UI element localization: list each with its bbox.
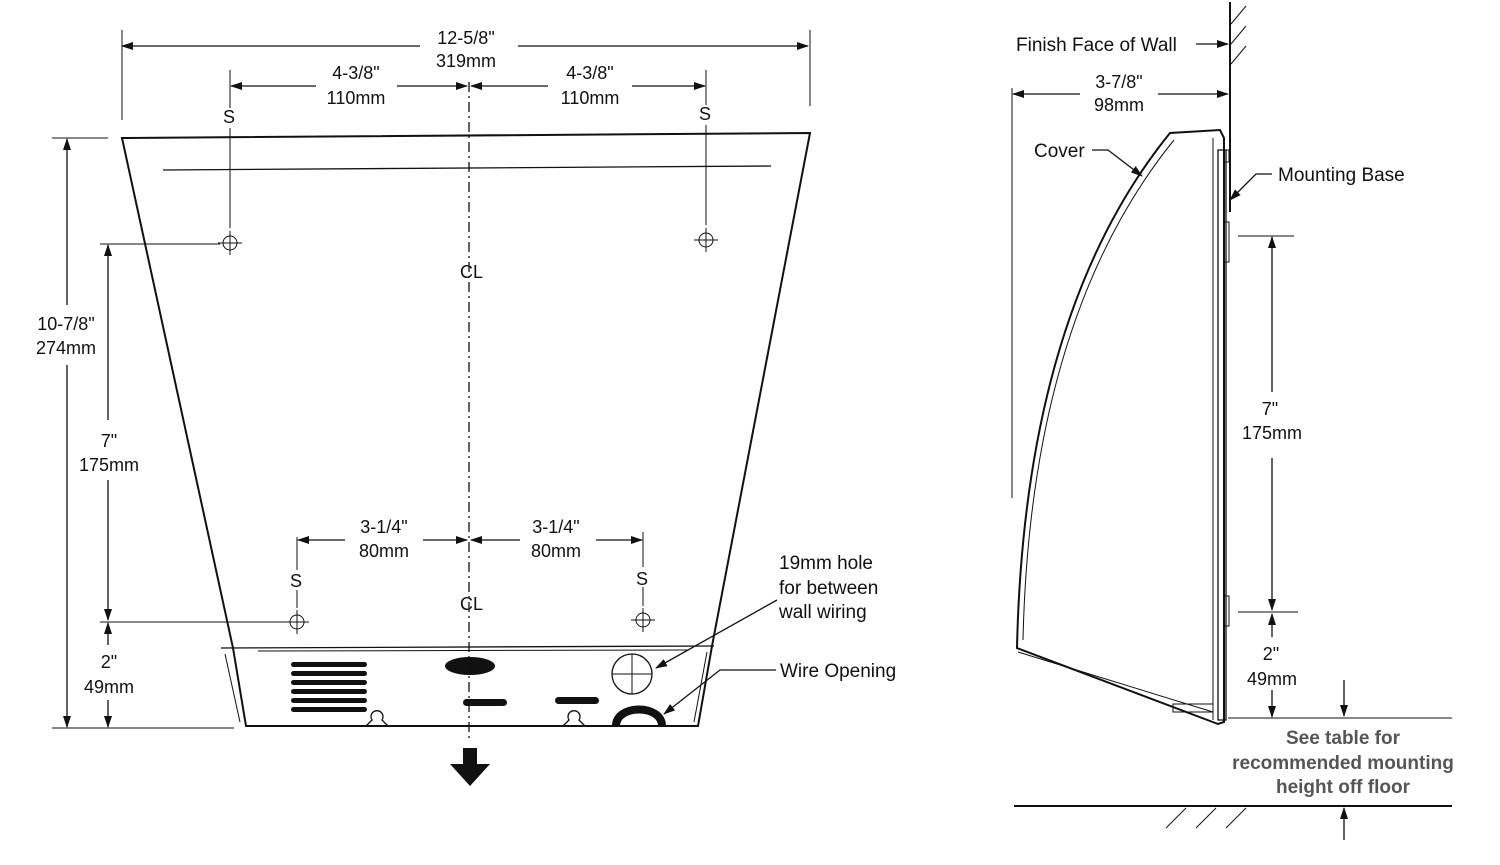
side-screw-spacing-inch: 7" [1262, 399, 1278, 419]
side-view: Finish Face of Wall 3-7/8" 98mm Cover Mo… [1011, 2, 1454, 840]
wiring-hole-icon [611, 653, 653, 695]
bottom-left-offset-mm: 80mm [359, 541, 409, 561]
bottom-left-offset-inch: 3-1/4" [360, 517, 407, 537]
wire-opening-icon [612, 705, 666, 727]
down-arrow-icon [450, 748, 490, 786]
side-bottom-offset-inch: 2" [1263, 644, 1279, 664]
right-inner-edge [693, 651, 708, 723]
side-screw-spacing-mm: 175mm [1242, 423, 1302, 443]
screw-spacing-mm: 175mm [79, 455, 139, 475]
overall-width-inch: 12-5/8" [437, 28, 494, 48]
centerline-marker-top: CL [460, 262, 483, 282]
keyhole-notch-right [562, 710, 586, 727]
hole-note: 19mm hole for between wall wiring [778, 553, 878, 623]
screw-spacing-inch: 7" [101, 431, 117, 451]
screw-hole-icon [218, 231, 242, 255]
screw-marker: S [636, 569, 648, 589]
depth-mm: 98mm [1094, 95, 1144, 115]
screw-hole-icon [285, 610, 309, 634]
screw-marker: S [699, 104, 711, 124]
centerline-marker-bottom: CL [460, 594, 483, 614]
bottom-offset-mm: 49mm [84, 677, 134, 697]
screw-hole-icon [694, 228, 718, 252]
cover-profile [1015, 128, 1225, 726]
top-right-offset-mm: 110mm [561, 88, 620, 108]
overall-height-mm: 274mm [36, 338, 96, 358]
top-left-offset-mm: 110mm [327, 88, 386, 108]
finish-face-label: Finish Face of Wall [1016, 35, 1177, 56]
svg-text:height off floor: height off floor [1276, 777, 1411, 798]
bottom-panel-line [220, 645, 715, 649]
mounting-base-label: Mounting Base [1278, 165, 1405, 186]
front-view: CL CL S S [36, 28, 896, 786]
left-inner-edge [224, 653, 241, 723]
svg-text:wall wiring: wall wiring [778, 602, 867, 623]
bottom-panel-seam [257, 649, 689, 652]
cover-label: Cover [1034, 141, 1085, 162]
bottom-offset-inch: 2" [101, 652, 117, 672]
top-right-offset-inch: 4-3/8" [566, 63, 613, 83]
floor-hatch [1165, 807, 1247, 829]
wire-opening-leader [663, 669, 776, 715]
mounting-base [1217, 149, 1227, 721]
hole-leader [655, 599, 778, 669]
bottom-right-offset-inch: 3-1/4" [532, 517, 579, 537]
screw-marker: S [290, 571, 302, 591]
side-bottom-offset-mm: 49mm [1247, 669, 1297, 689]
bottom-right-offset-mm: 80mm [531, 541, 581, 561]
air-vent-grille [291, 662, 367, 712]
mounting-base-leader [1229, 173, 1272, 201]
svg-text:See table for: See table for [1286, 728, 1401, 749]
cover-leader [1092, 149, 1143, 177]
top-trim-line [162, 165, 772, 171]
dryer-front-outline [120, 131, 812, 727]
wall-hatch [1230, 5, 1247, 65]
overall-width-mm: 319mm [436, 51, 496, 71]
keyhole-notch-left [365, 710, 389, 727]
mounting-height-note: See table for recommended mounting heigh… [1232, 728, 1454, 798]
screw-marker: S [223, 107, 235, 127]
sensor-window [445, 657, 495, 675]
svg-text:for between: for between [779, 578, 878, 599]
wire-opening-label: Wire Opening [780, 661, 896, 682]
svg-text:recommended mounting: recommended mounting [1232, 753, 1454, 774]
nozzle-slot-right [555, 697, 599, 704]
cover-inner-edge [1022, 139, 1175, 641]
svg-text:19mm hole: 19mm hole [779, 553, 873, 574]
top-left-offset-inch: 4-3/8" [332, 63, 379, 83]
screw-hole-icon [631, 608, 655, 632]
nozzle-slot-left [463, 699, 507, 706]
depth-inch: 3-7/8" [1095, 72, 1142, 92]
overall-height-inch: 10-7/8" [37, 314, 94, 334]
